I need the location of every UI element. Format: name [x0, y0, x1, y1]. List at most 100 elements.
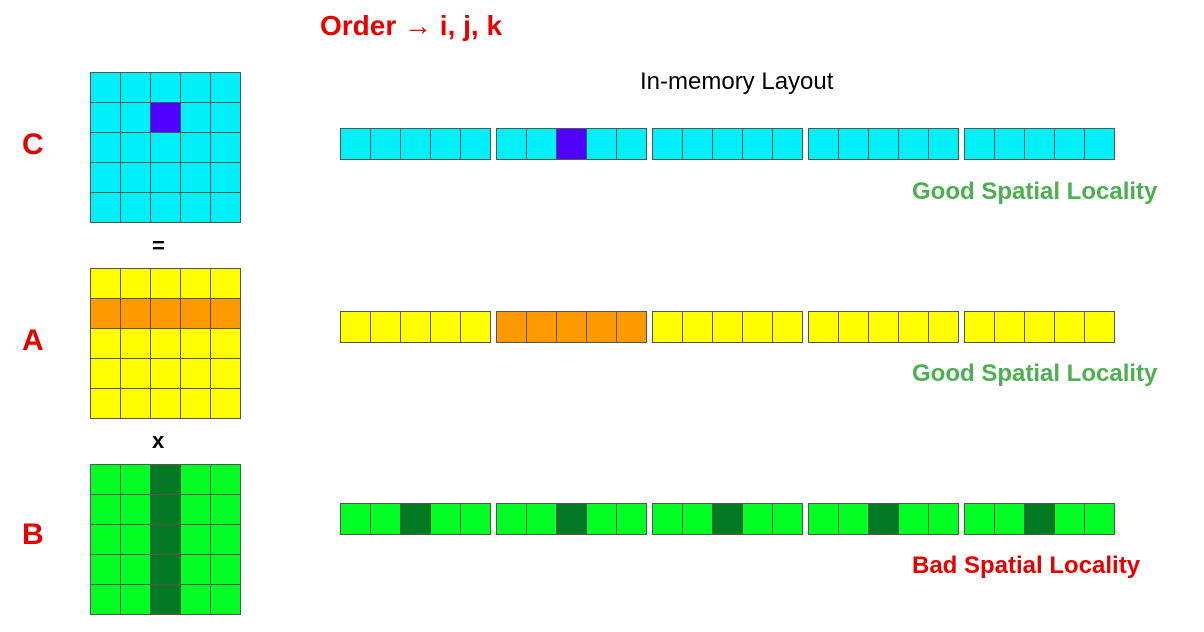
memory-cell [743, 504, 773, 535]
matrix-cell [151, 103, 181, 133]
matrix-cell [181, 163, 211, 193]
memory-cell [653, 312, 683, 343]
matrix-cell [151, 585, 181, 615]
memory-cell [401, 504, 431, 535]
memory-cell [839, 312, 869, 343]
memory-row-block [964, 503, 1115, 535]
matrix-cell [151, 329, 181, 359]
matrix-cell [151, 525, 181, 555]
memory-cell [371, 504, 401, 535]
matrix-cell [151, 73, 181, 103]
in-memory-layout-label: In-memory Layout [640, 68, 834, 95]
memory-cell [1085, 129, 1115, 160]
matrix-cell [151, 555, 181, 585]
matrix-cell [211, 133, 241, 163]
matrix-cell [151, 269, 181, 299]
matrix-cell [211, 465, 241, 495]
matrix-cell [121, 133, 151, 163]
memory-row-block [340, 128, 491, 160]
memory-cell [617, 504, 647, 535]
matrix-cell [151, 359, 181, 389]
matrix-cell [181, 555, 211, 585]
matrix-cell [211, 163, 241, 193]
matrix-c-grid [90, 72, 241, 223]
memory-row-block [808, 128, 959, 160]
matrix-cell [91, 269, 121, 299]
matrix-cell [211, 73, 241, 103]
memory-cell [653, 129, 683, 160]
memory-cell [557, 129, 587, 160]
memory-row-block [964, 311, 1115, 343]
matrix-a-memory-row [340, 311, 1115, 343]
memory-row-block [964, 128, 1115, 160]
memory-cell [743, 312, 773, 343]
memory-cell [1055, 129, 1085, 160]
memory-cell [995, 129, 1025, 160]
matrix-cell [181, 299, 211, 329]
matrix-cell [91, 465, 121, 495]
memory-cell [1025, 504, 1055, 535]
matrix-cell [181, 103, 211, 133]
matrix-cell [211, 269, 241, 299]
memory-cell [1025, 312, 1055, 343]
memory-cell [683, 504, 713, 535]
matrix-cell [181, 193, 211, 223]
memory-cell [899, 129, 929, 160]
matrix-b-memory-row [340, 503, 1115, 535]
matrix-cell [121, 495, 151, 525]
memory-cell [341, 312, 371, 343]
memory-cell [743, 129, 773, 160]
matrix-cell [91, 329, 121, 359]
matrix-cell [181, 329, 211, 359]
memory-cell [527, 312, 557, 343]
memory-cell [1055, 504, 1085, 535]
memory-cell [497, 312, 527, 343]
matrix-cell [181, 269, 211, 299]
matrix-cell [91, 133, 121, 163]
memory-cell [995, 312, 1025, 343]
matrix-b-label: B [22, 518, 44, 551]
matrix-cell [151, 299, 181, 329]
memory-cell [965, 312, 995, 343]
matrix-b-grid [90, 464, 241, 615]
memory-row-block [652, 311, 803, 343]
matrix-cell [91, 359, 121, 389]
matrix-cell [151, 193, 181, 223]
memory-cell [713, 504, 743, 535]
matrix-cell [121, 269, 151, 299]
matrix-cell [181, 495, 211, 525]
matrix-cell [211, 555, 241, 585]
memory-cell [431, 129, 461, 160]
memory-cell [929, 129, 959, 160]
matrix-cell [91, 585, 121, 615]
matrix-cell [181, 525, 211, 555]
matrix-cell [91, 103, 121, 133]
matrix-c-label: C [22, 128, 44, 161]
matrix-cell [91, 193, 121, 223]
memory-cell [773, 504, 803, 535]
matrix-c-memory-row [340, 128, 1115, 160]
matrix-cell [121, 585, 151, 615]
memory-cell [899, 312, 929, 343]
memory-row-block [652, 128, 803, 160]
matrix-cell [121, 163, 151, 193]
matrix-cell [121, 103, 151, 133]
memory-cell [1025, 129, 1055, 160]
matrix-cell [211, 103, 241, 133]
matrix-cell [151, 465, 181, 495]
equals-operator: = [152, 233, 165, 258]
memory-cell [965, 129, 995, 160]
matrix-cell [121, 73, 151, 103]
memory-cell [497, 504, 527, 535]
matrix-cell [121, 359, 151, 389]
matrix-b-locality-label: Bad Spatial Locality [912, 552, 1141, 579]
memory-row-block [808, 503, 959, 535]
memory-cell [683, 129, 713, 160]
matrix-cell [121, 465, 151, 495]
matrix-cell [211, 585, 241, 615]
memory-cell [431, 504, 461, 535]
memory-cell [461, 504, 491, 535]
matrix-cell [151, 133, 181, 163]
times-operator: x [152, 428, 165, 453]
matrix-cell [211, 329, 241, 359]
